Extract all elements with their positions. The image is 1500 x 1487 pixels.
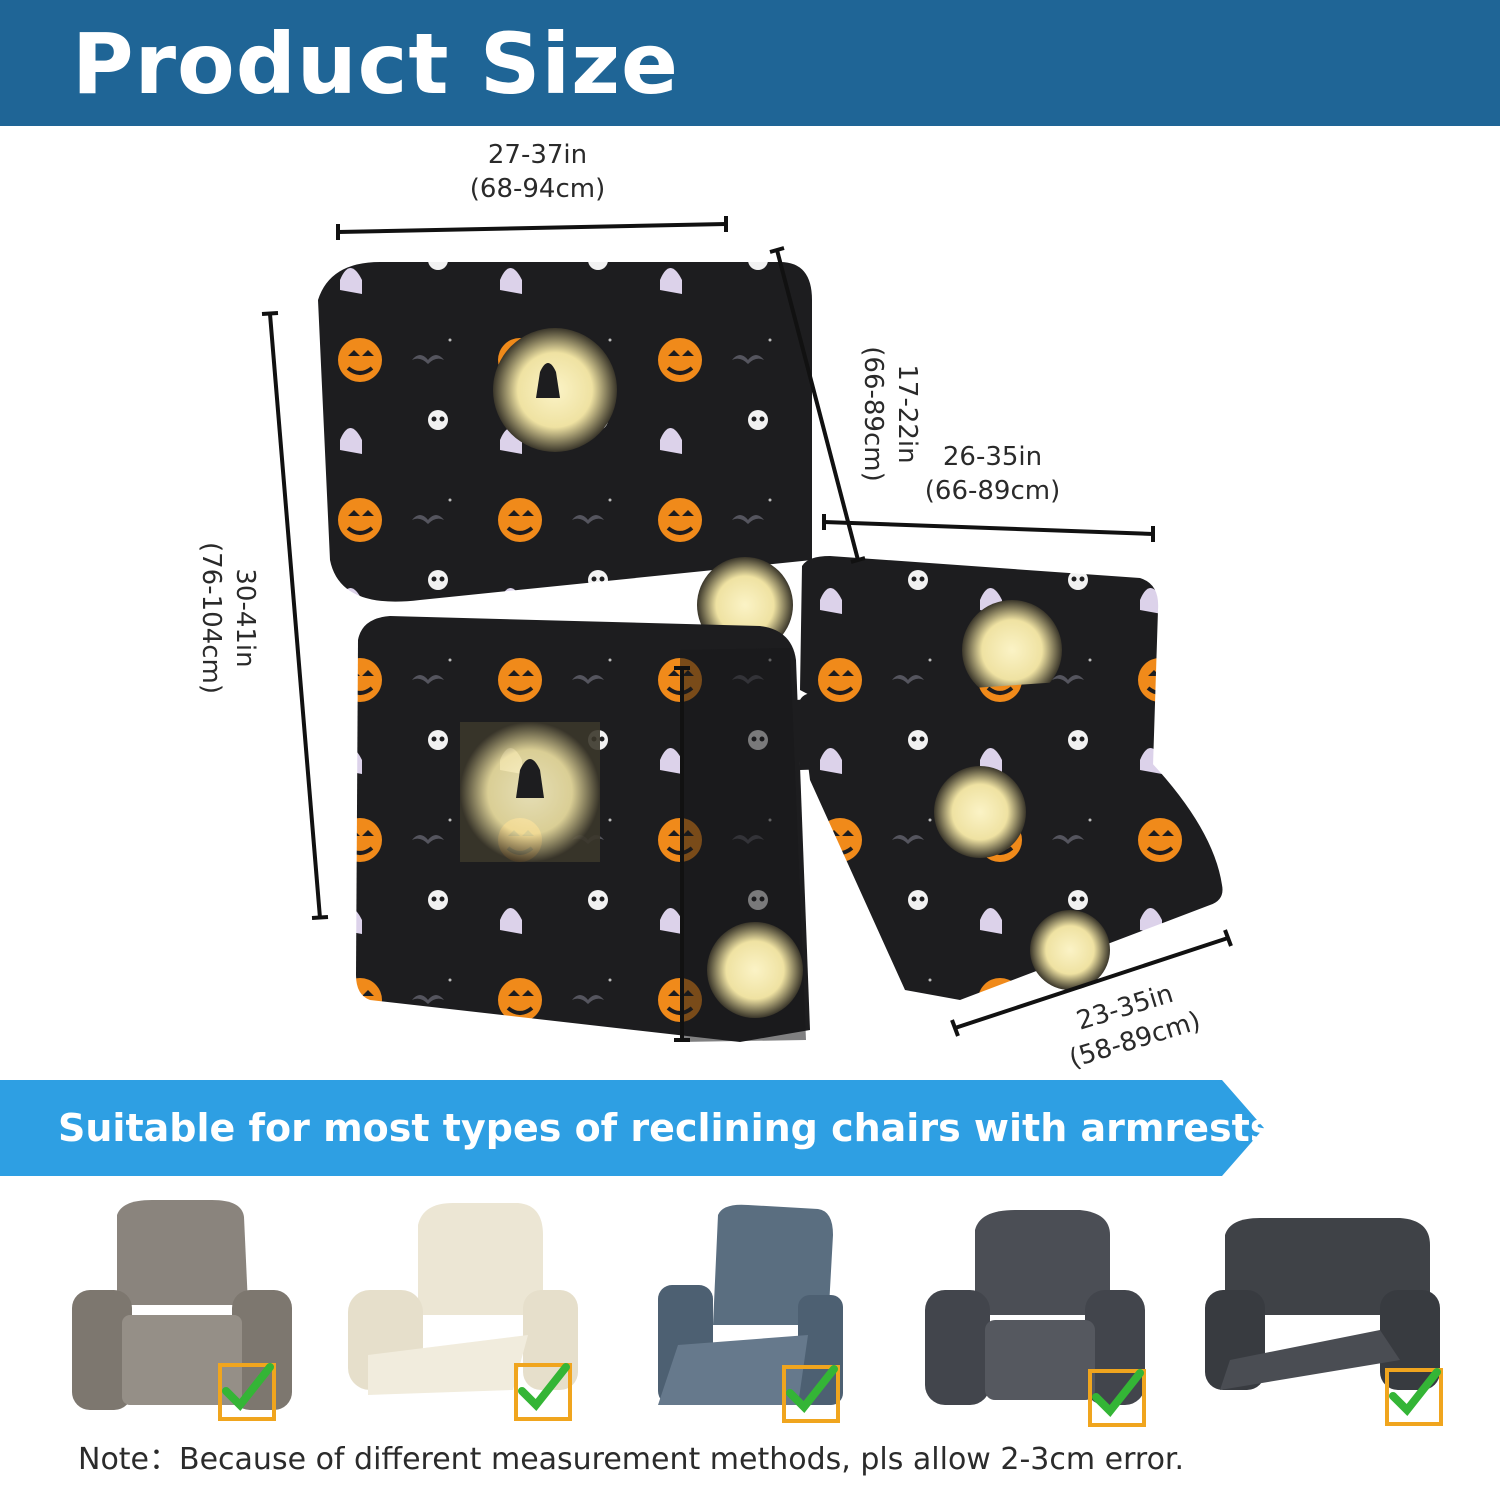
chair-type-4 xyxy=(925,1210,1146,1427)
seat-width-label: 26-35in (66-89cm) xyxy=(905,440,1080,508)
seat-width-cm: (66-89cm) xyxy=(924,476,1061,506)
measurement-note: Note：Because of different measurement me… xyxy=(78,1442,1185,1477)
banner-text: Suitable for most types of reclining cha… xyxy=(58,1106,1287,1150)
width-top-in: 27-37in xyxy=(487,140,588,170)
width-top-label: 27-37in (68-94cm) xyxy=(450,138,625,206)
width-top-cm: (68-94cm) xyxy=(469,174,606,204)
height-label: 30-41in (76-104cm) xyxy=(194,518,262,718)
dimension-lines xyxy=(261,216,1233,1042)
chair-type-2 xyxy=(348,1203,578,1421)
chair-footrest xyxy=(800,691,1223,1000)
chair-type-5 xyxy=(1205,1218,1443,1426)
back-depth-cm: (66-89cm) xyxy=(858,346,888,482)
chair-type-1 xyxy=(72,1200,292,1421)
height-cm: (76-104cm) xyxy=(196,541,226,694)
chair-type-3 xyxy=(658,1204,843,1423)
header-bar: Product Size xyxy=(0,0,1500,126)
recliner-cover-illustration xyxy=(261,216,1233,1042)
suitability-banner xyxy=(0,1080,1264,1176)
page-title: Product Size xyxy=(72,15,679,113)
height-in: 30-41in xyxy=(230,568,260,668)
seat-width-in: 26-35in xyxy=(942,442,1043,472)
